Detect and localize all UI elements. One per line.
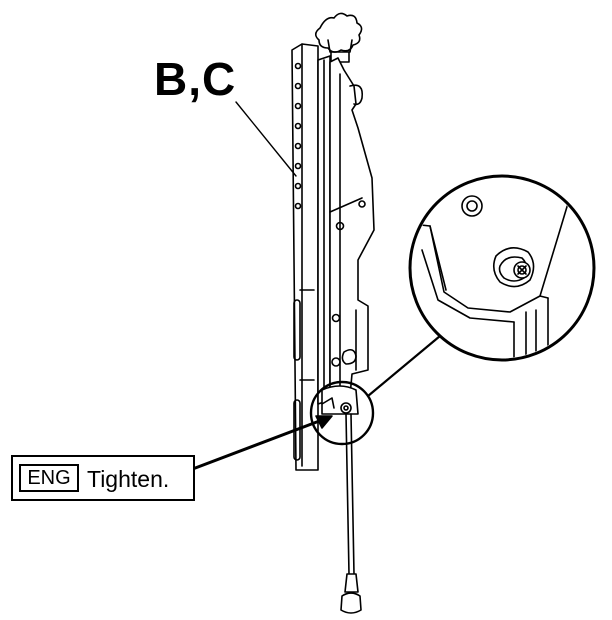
instruction-callout: ENG Tighten. (11, 455, 195, 501)
pull-cable (340, 413, 362, 614)
detail-small-circle (309, 380, 375, 446)
part-label: B,C (154, 53, 237, 105)
language-code-box: ENG (19, 464, 79, 492)
bottom-plate (321, 385, 359, 415)
part-label-leader-line (235, 101, 297, 177)
callout-leader-line (188, 418, 324, 472)
magnifier-connector-line (366, 334, 442, 398)
callout-leader-arrow (315, 415, 333, 429)
instruction-text: Tighten. (87, 466, 170, 492)
vertical-rail (317, 55, 331, 405)
hook-bracket (329, 57, 375, 401)
magnified-detail (408, 174, 596, 362)
perforated-strip (291, 43, 319, 471)
knob-icon (314, 12, 363, 63)
